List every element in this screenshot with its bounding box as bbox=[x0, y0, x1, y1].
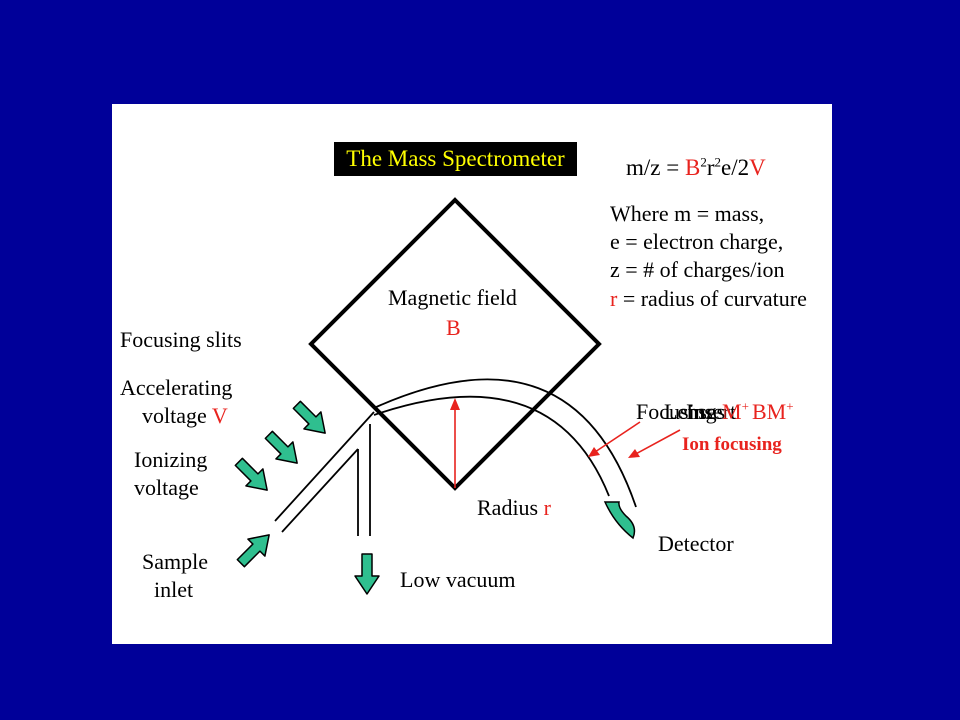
low-vacuum-arrow-icon bbox=[354, 553, 380, 595]
magnetic-field-symbol: B bbox=[446, 315, 461, 340]
definition-radius: r = radius of curvature bbox=[610, 286, 807, 311]
detector-label: Detector bbox=[658, 531, 734, 556]
definition-charges: z = # of charges/ion bbox=[610, 257, 785, 282]
accelerating-label-line-1: Accelerating bbox=[120, 375, 233, 400]
source-tube-line-1 bbox=[274, 411, 375, 522]
ion-m-label: M+ bbox=[722, 398, 749, 424]
diagram-graphics bbox=[229, 197, 681, 595]
low-vacuum-label: Low vacuum bbox=[400, 567, 516, 592]
overlap-label-lenses: Lenses bbox=[664, 399, 726, 424]
ionizing-label-line-2: voltage bbox=[134, 475, 199, 500]
slide-title: The Mass Spectrometer bbox=[334, 142, 577, 176]
sample-label-line-1: Sample bbox=[142, 549, 208, 574]
pointer-arrow-1-line bbox=[591, 421, 641, 455]
magnetic-field-label: Magnetic field bbox=[388, 285, 517, 310]
accelerating-label-line-2: voltage V bbox=[142, 403, 228, 428]
overlap-label-insert: Insert bbox=[686, 399, 737, 424]
slide-canvas: The Mass Spectrometer m/z = B2r2e/2V Whe… bbox=[112, 104, 832, 644]
source-tube-line-2 bbox=[281, 448, 359, 533]
ion-focusing-label: Ion focusing bbox=[682, 434, 782, 455]
accelerating-arrow-icon bbox=[259, 425, 307, 473]
flight-tube-outer bbox=[373, 378, 637, 508]
definition-mass: Where m = mass, bbox=[610, 201, 765, 226]
flight-tube-inner bbox=[373, 395, 610, 497]
ionizing-arrow-icon bbox=[229, 452, 277, 500]
pointer-arrow-2-line bbox=[631, 429, 681, 457]
sample-label-line-2: inlet bbox=[154, 577, 194, 602]
overlap-label-focusing: Focusing bbox=[636, 399, 717, 424]
focusing-slits-label: Focusing slits bbox=[120, 327, 242, 352]
focusing-slit-arrow-icon bbox=[287, 395, 335, 443]
sample-inlet-arrow-icon bbox=[231, 525, 279, 573]
detector-icon bbox=[603, 501, 636, 540]
pointer-arrow-2-head bbox=[628, 449, 640, 458]
ion-bm-label: BM+ bbox=[752, 398, 794, 424]
radius-arrow-head bbox=[450, 398, 460, 410]
mass-charge-equation: m/z = B2r2e/2V bbox=[626, 154, 766, 180]
ionizing-label-line-1: Ionizing bbox=[134, 447, 208, 472]
pointer-arrow-1-head bbox=[588, 447, 600, 457]
definition-electron-charge: e = electron charge, bbox=[610, 229, 784, 254]
radius-label: Radius r bbox=[477, 495, 551, 520]
